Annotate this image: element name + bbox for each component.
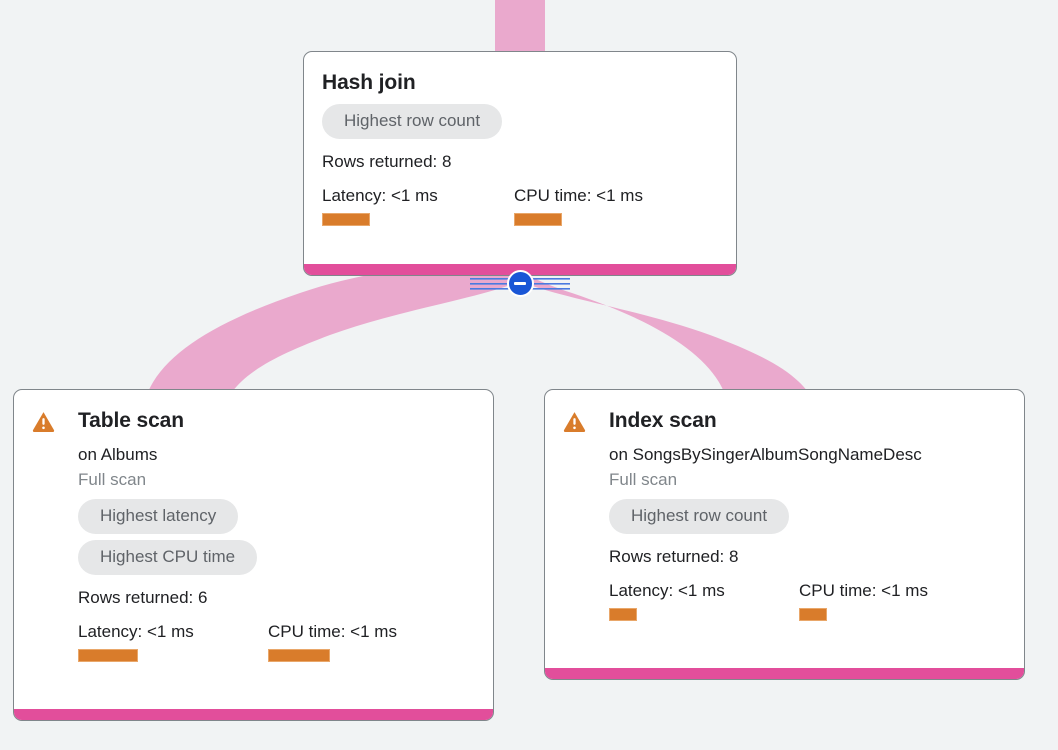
metric-cpu-time-label: CPU time: <1 ms — [514, 186, 643, 205]
node-header: Index scan on SongsBySingerAlbumSongName… — [563, 408, 1006, 621]
node-scan-type: Full scan — [609, 470, 678, 489]
node-accent-bar — [545, 668, 1024, 679]
node-body: Index scan on SongsBySingerAlbumSongName… — [545, 390, 1024, 668]
node-header-text: Table scan on Albums Full scan Highest l… — [78, 408, 475, 662]
metric-latency: Latency: <1 ms — [609, 580, 799, 621]
metric-cpu-time-label: CPU time: <1 ms — [268, 622, 397, 641]
node-metrics: Latency: <1 ms CPU time: <1 ms — [78, 621, 475, 662]
node-header: Table scan on Albums Full scan Highest l… — [32, 408, 475, 662]
collapse-toggle-group — [470, 270, 570, 297]
node-scan-type: Full scan — [78, 470, 147, 489]
metric-latency: Latency: <1 ms — [78, 621, 268, 662]
node-header-text: Hash join — [322, 70, 718, 96]
rows-returned: Rows returned: 8 — [322, 152, 452, 171]
metric-latency-bar — [322, 213, 370, 226]
node-chips: Highest row count — [322, 104, 718, 145]
metric-cpu-time-bar — [799, 608, 827, 621]
node-hash-join[interactable]: Hash join Highest row count Rows returne… — [303, 51, 737, 276]
rows-returned: Rows returned: 6 — [78, 588, 208, 607]
node-header: Hash join — [322, 70, 718, 96]
metric-cpu-time-bar — [514, 213, 562, 226]
metric-latency-label: Latency: <1 ms — [78, 622, 194, 641]
node-metrics: Latency: <1 ms CPU time: <1 ms — [609, 580, 1006, 621]
chip-highest-row-count: Highest row count — [609, 499, 790, 534]
node-table-scan[interactable]: Table scan on Albums Full scan Highest l… — [13, 389, 494, 721]
minus-icon — [514, 282, 526, 285]
node-subtitle: on Albums — [78, 445, 158, 464]
node-accent-bar — [14, 709, 493, 720]
metric-latency-label: Latency: <1 ms — [609, 581, 725, 600]
node-subtitle: on SongsBySingerAlbumSongNameDesc — [609, 445, 922, 464]
node-metrics: Latency: <1 ms CPU time: <1 ms — [322, 185, 718, 226]
node-header-text: Index scan on SongsBySingerAlbumSongName… — [609, 408, 1006, 621]
chip-highest-row-count: Highest row count — [322, 104, 503, 139]
node-title: Hash join — [322, 71, 416, 94]
warning-slot — [32, 408, 78, 432]
node-body: Hash join Highest row count Rows returne… — [304, 52, 736, 264]
collapse-toggle-button[interactable] — [506, 270, 534, 297]
rows-returned: Rows returned: 8 — [609, 547, 739, 566]
node-chips: Highest row count — [609, 499, 1006, 540]
metric-latency: Latency: <1 ms — [322, 185, 514, 226]
chip-highest-cpu-time: Highest CPU time — [78, 540, 258, 575]
edge-incoming — [495, 0, 545, 53]
metric-cpu-time: CPU time: <1 ms — [268, 621, 397, 662]
warning-slot — [563, 408, 609, 432]
metric-cpu-time-label: CPU time: <1 ms — [799, 581, 928, 600]
metric-cpu-time: CPU time: <1 ms — [514, 185, 643, 226]
node-title: Index scan — [609, 409, 717, 432]
metric-latency-label: Latency: <1 ms — [322, 186, 438, 205]
edge-hashjoin-to-indexscan — [519, 262, 808, 392]
chip-highest-latency: Highest latency — [78, 499, 239, 534]
edge-hashjoin-to-tablescan — [148, 262, 516, 392]
node-body: Table scan on Albums Full scan Highest l… — [14, 390, 493, 709]
warning-icon — [563, 412, 586, 432]
metric-latency-bar — [609, 608, 637, 621]
node-chips: Highest latency Highest CPU time — [78, 499, 475, 581]
warning-icon — [32, 412, 55, 432]
node-index-scan[interactable]: Index scan on SongsBySingerAlbumSongName… — [544, 389, 1025, 680]
metric-cpu-time-bar — [268, 649, 330, 662]
node-title: Table scan — [78, 409, 184, 432]
metric-latency-bar — [78, 649, 138, 662]
node-accent-bar — [304, 264, 736, 275]
metric-cpu-time: CPU time: <1 ms — [799, 580, 928, 621]
